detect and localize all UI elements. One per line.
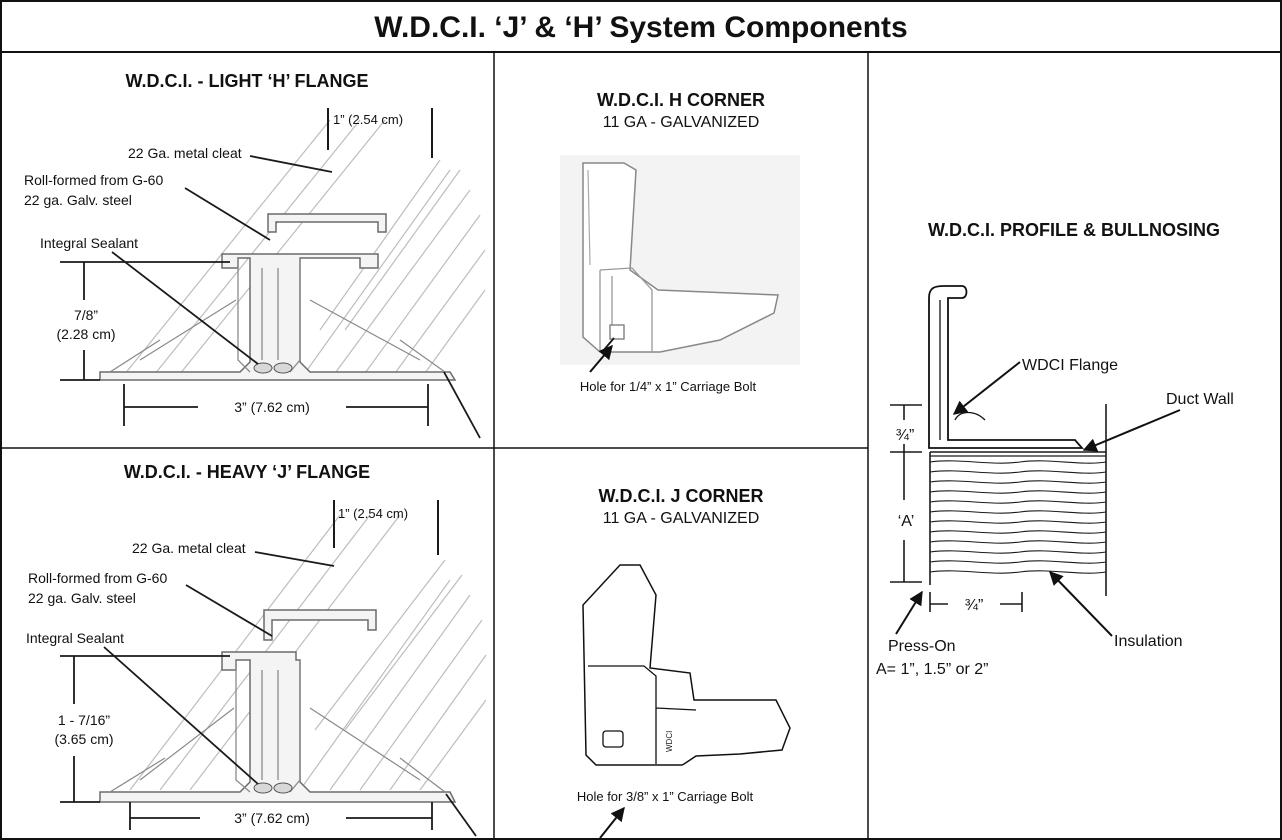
profile-panel: W.D.C.I. PROFILE & BULLNOSING WDCI Flang… [876,220,1234,678]
h-corner-bolt-hole [609,324,625,340]
heavy-j-dim-top: 1” (2.54 cm) [333,500,439,555]
profile-flange-shape [928,285,1084,449]
light-h-flange-drawing [99,213,457,381]
light-h-rib-texture [119,119,486,381]
light-h-dim-top: 1” (2.54 cm) [327,108,433,158]
heavy-j-height-label-1: 1 - 7/16” [58,712,110,728]
j-corner-hole-arrow [599,806,625,839]
heavy-j-cleat-label: 22 Ga. metal cleat [132,540,246,556]
profile-flange-arrow [952,361,1021,415]
profile-press-on-arrow [895,590,923,635]
profile-insulation-layers [929,460,1107,574]
j-corner-stamp: WDCI [665,731,674,752]
h-corner-hole-label: Hole for 1/4” x 1” Carriage Bolt [580,379,757,394]
light-h-dim-width: 3” (7.62 cm) [123,384,429,426]
light-h-rollformed-label-1: Roll-formed from G-60 [24,172,163,188]
light-h-dim-height: 7/8” (2.28 cm) [56,261,230,381]
profile-a-values-label: A= 1”, 1.5” or 2” [876,661,989,678]
heavy-j-edge-leader [445,793,477,837]
light-h-edge-leader [443,371,481,439]
h-corner-heading: W.D.C.I. H CORNER [597,90,765,110]
profile-dim-horizontal: ¾” [929,592,1023,614]
profile-dim-vertical: ¾” ‘A’ [890,404,922,583]
heavy-j-dim-top-label: 1” (2.54 cm) [338,506,408,521]
light-h-height-label-1: 7/8” [74,307,98,323]
heavy-j-rollformed-label-2: 22 ga. Galv. steel [28,590,136,606]
profile-duct-wall-label: Duct Wall [1166,391,1234,408]
heavy-j-cleat-leader [254,551,335,567]
profile-flange-label: WDCI Flange [1022,357,1118,374]
heavy-j-dim-width: 3” (7.62 cm) [129,802,433,830]
light-h-width-label: 3” (7.62 cm) [234,399,309,415]
heavy-j-rollformed-leader [185,584,273,637]
j-corner-hole-label: Hole for 3/8” x 1” Carriage Bolt [577,789,754,804]
heavy-j-rollformed-label-1: Roll-formed from G-60 [28,570,167,586]
light-h-flange-heading: W.D.C.I. - LIGHT ‘H’ FLANGE [126,71,369,91]
light-h-cleat-label: 22 Ga. metal cleat [128,145,242,161]
profile-dim-a-label: ‘A’ [898,513,915,530]
heavy-j-flange-heading: W.D.C.I. - HEAVY ‘J’ FLANGE [124,462,370,482]
profile-dim-bottom-label: ¾” [965,597,984,614]
light-h-sealant-label: Integral Sealant [40,235,138,251]
profile-insulation-label: Insulation [1114,633,1183,650]
j-corner-subheading: 11 GA - GALVANIZED [603,510,760,527]
light-h-flange-panel: W.D.C.I. - LIGHT ‘H’ FLANGE [24,71,486,439]
light-h-rollformed-label-2: 22 ga. Galv. steel [24,192,132,208]
h-corner-subheading: 11 GA - GALVANIZED [603,114,760,131]
heavy-j-rib-texture [129,514,487,791]
h-corner-drawing [560,155,800,365]
h-corner-hole-arrow [589,344,613,373]
light-h-sealant-leader [111,251,259,365]
light-h-rollformed-leader [184,187,271,241]
heavy-j-width-label: 3” (7.62 cm) [234,810,309,826]
heavy-j-sealant-label: Integral Sealant [26,630,124,646]
light-h-dim-top-label: 1” (2.54 cm) [333,112,403,127]
light-h-height-label-2: (2.28 cm) [56,326,115,342]
profile-dim-three-quarter-label: ¾” [896,427,915,444]
heavy-j-sealant-leader [103,646,259,785]
heavy-j-dim-height: 1 - 7/16” (3.65 cm) [54,655,230,803]
profile-press-on-label: Press-On [888,638,956,655]
profile-insulation-arrow [1049,570,1113,637]
h-corner-panel: W.D.C.I. H CORNER 11 GA - GALVANIZED Hol… [560,90,800,394]
heavy-j-height-label-2: (3.65 cm) [54,731,113,747]
j-corner-panel: W.D.C.I. J CORNER 11 GA - GALVANIZED WDC… [577,486,791,839]
profile-heading: W.D.C.I. PROFILE & BULLNOSING [928,220,1220,240]
j-corner-bolt-hole [602,730,624,748]
j-corner-drawing: WDCI [582,564,791,766]
page-title: W.D.C.I. ‘J’ & ‘H’ System Components [374,11,907,44]
j-corner-heading: W.D.C.I. J CORNER [598,486,763,506]
heavy-j-flange-panel: W.D.C.I. - HEAVY ‘J’ FLANGE 1” (2 [26,462,487,837]
light-h-cleat-leader [249,155,333,173]
heavy-j-flange-drawing [99,609,457,803]
profile-duct-wall-arrow [1082,409,1181,452]
